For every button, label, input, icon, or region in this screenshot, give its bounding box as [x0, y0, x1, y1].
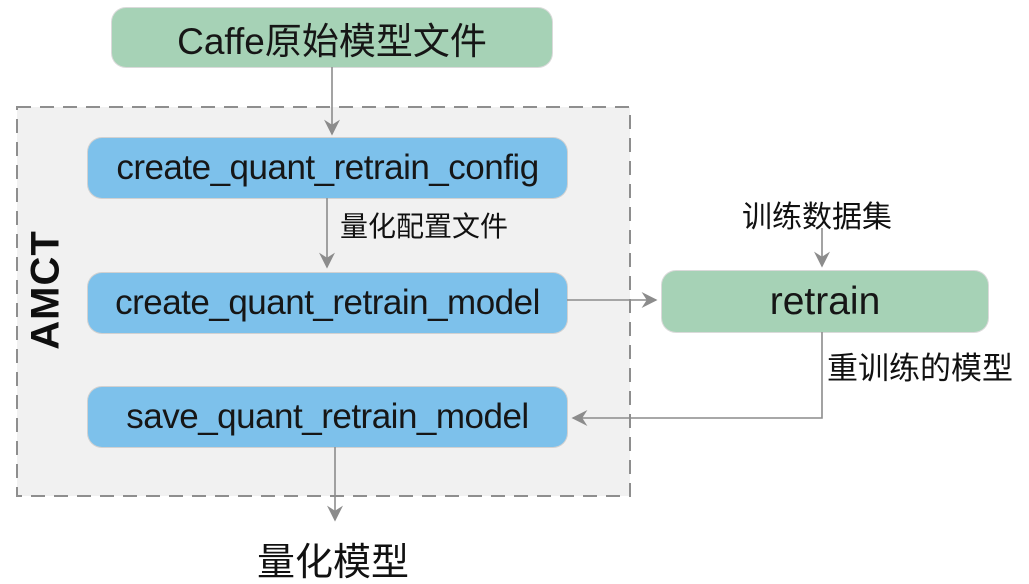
node-save-quant-retrain-model: save_quant_retrain_model: [88, 387, 567, 447]
node-caffe-original-model: Caffe原始模型文件: [112, 8, 552, 67]
arrow-retrain-to-save: [571, 332, 823, 426]
node-create-quant-retrain-model: create_quant_retrain_model: [88, 273, 567, 333]
edge-label-training-dataset: 训练数据集: [742, 201, 892, 234]
edge-label-retrained-model: 重训练的模型: [827, 351, 1013, 386]
node-retrain: retrain: [662, 271, 988, 332]
amct-container-label: AMCT: [23, 230, 68, 350]
node-create-quant-retrain-config: create_quant_retrain_config: [88, 138, 567, 198]
edge-label-quant-config-file: 量化配置文件: [340, 211, 509, 242]
edge-label-quant-model-output: 量化模型: [257, 542, 410, 584]
